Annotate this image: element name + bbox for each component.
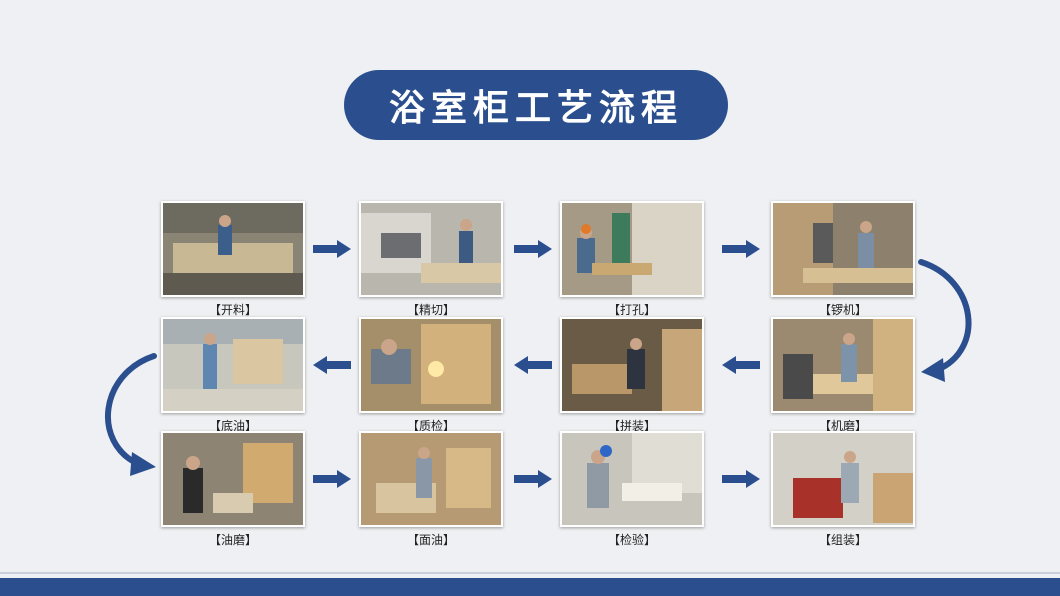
step-photo-zuzhuang (771, 431, 915, 527)
step-pinzhuang: 【拼装】 (560, 317, 704, 434)
arrow-left-icon (722, 356, 760, 374)
step-label-dakong: 【打孔】 (607, 303, 656, 317)
step-label-jimo: 【机磨】 (818, 419, 867, 433)
step-label-zhijian: 【质检】 (406, 419, 455, 433)
step-jimo: 【机磨】 (771, 317, 915, 434)
curved-arrow-down-icon (104, 353, 157, 476)
step-photo-mianyou (359, 431, 503, 527)
step-dakong: 【打孔】 (560, 201, 704, 318)
step-label-kailiao: 【开料】 (208, 303, 257, 317)
arrow-right-icon (514, 240, 552, 258)
step-luoji: 【锣机】 (771, 201, 915, 318)
step-label-zuzhuang: 【组装】 (818, 533, 867, 547)
curved-arrow-down-icon (918, 259, 972, 382)
step-label-pinzhuang: 【拼装】 (607, 419, 656, 433)
step-kailiao: 【开料】 (161, 201, 305, 318)
footer-divider (0, 572, 1060, 574)
step-mianyou: 【面油】 (359, 431, 503, 548)
step-label-diyou: 【底油】 (208, 419, 257, 433)
step-photo-diyou (161, 317, 305, 413)
step-photo-jianyan (560, 431, 704, 527)
arrow-left-icon (313, 356, 351, 374)
arrow-right-icon (722, 240, 760, 258)
step-label-luoji: 【锣机】 (818, 303, 867, 317)
step-label-youmo: 【油磨】 (208, 533, 257, 547)
step-youmo: 【油磨】 (161, 431, 305, 548)
step-photo-zhijian (359, 317, 503, 413)
step-label-jianyan: 【检验】 (607, 533, 656, 547)
step-photo-youmo (161, 431, 305, 527)
step-jianyan: 【检验】 (560, 431, 704, 548)
step-photo-kailiao (161, 201, 305, 297)
step-jingqie: 【精切】 (359, 201, 503, 318)
title-banner: 浴室柜工艺流程 (344, 70, 728, 140)
arrow-right-icon (722, 470, 760, 488)
step-label-jingqie: 【精切】 (406, 303, 455, 317)
step-zuzhuang: 【组装】 (771, 431, 915, 548)
footer-bar (0, 578, 1060, 596)
step-photo-jimo (771, 317, 915, 413)
arrow-right-icon (313, 240, 351, 258)
step-photo-pinzhuang (560, 317, 704, 413)
step-label-mianyou: 【面油】 (406, 533, 455, 547)
step-zhijian: 【质检】 (359, 317, 503, 434)
step-photo-dakong (560, 201, 704, 297)
arrow-right-icon (514, 470, 552, 488)
step-photo-jingqie (359, 201, 503, 297)
step-photo-luoji (771, 201, 915, 297)
arrow-left-icon (514, 356, 552, 374)
page-title: 浴室柜工艺流程 (388, 88, 683, 129)
arrow-right-icon (313, 470, 351, 488)
step-diyou: 【底油】 (161, 317, 305, 434)
